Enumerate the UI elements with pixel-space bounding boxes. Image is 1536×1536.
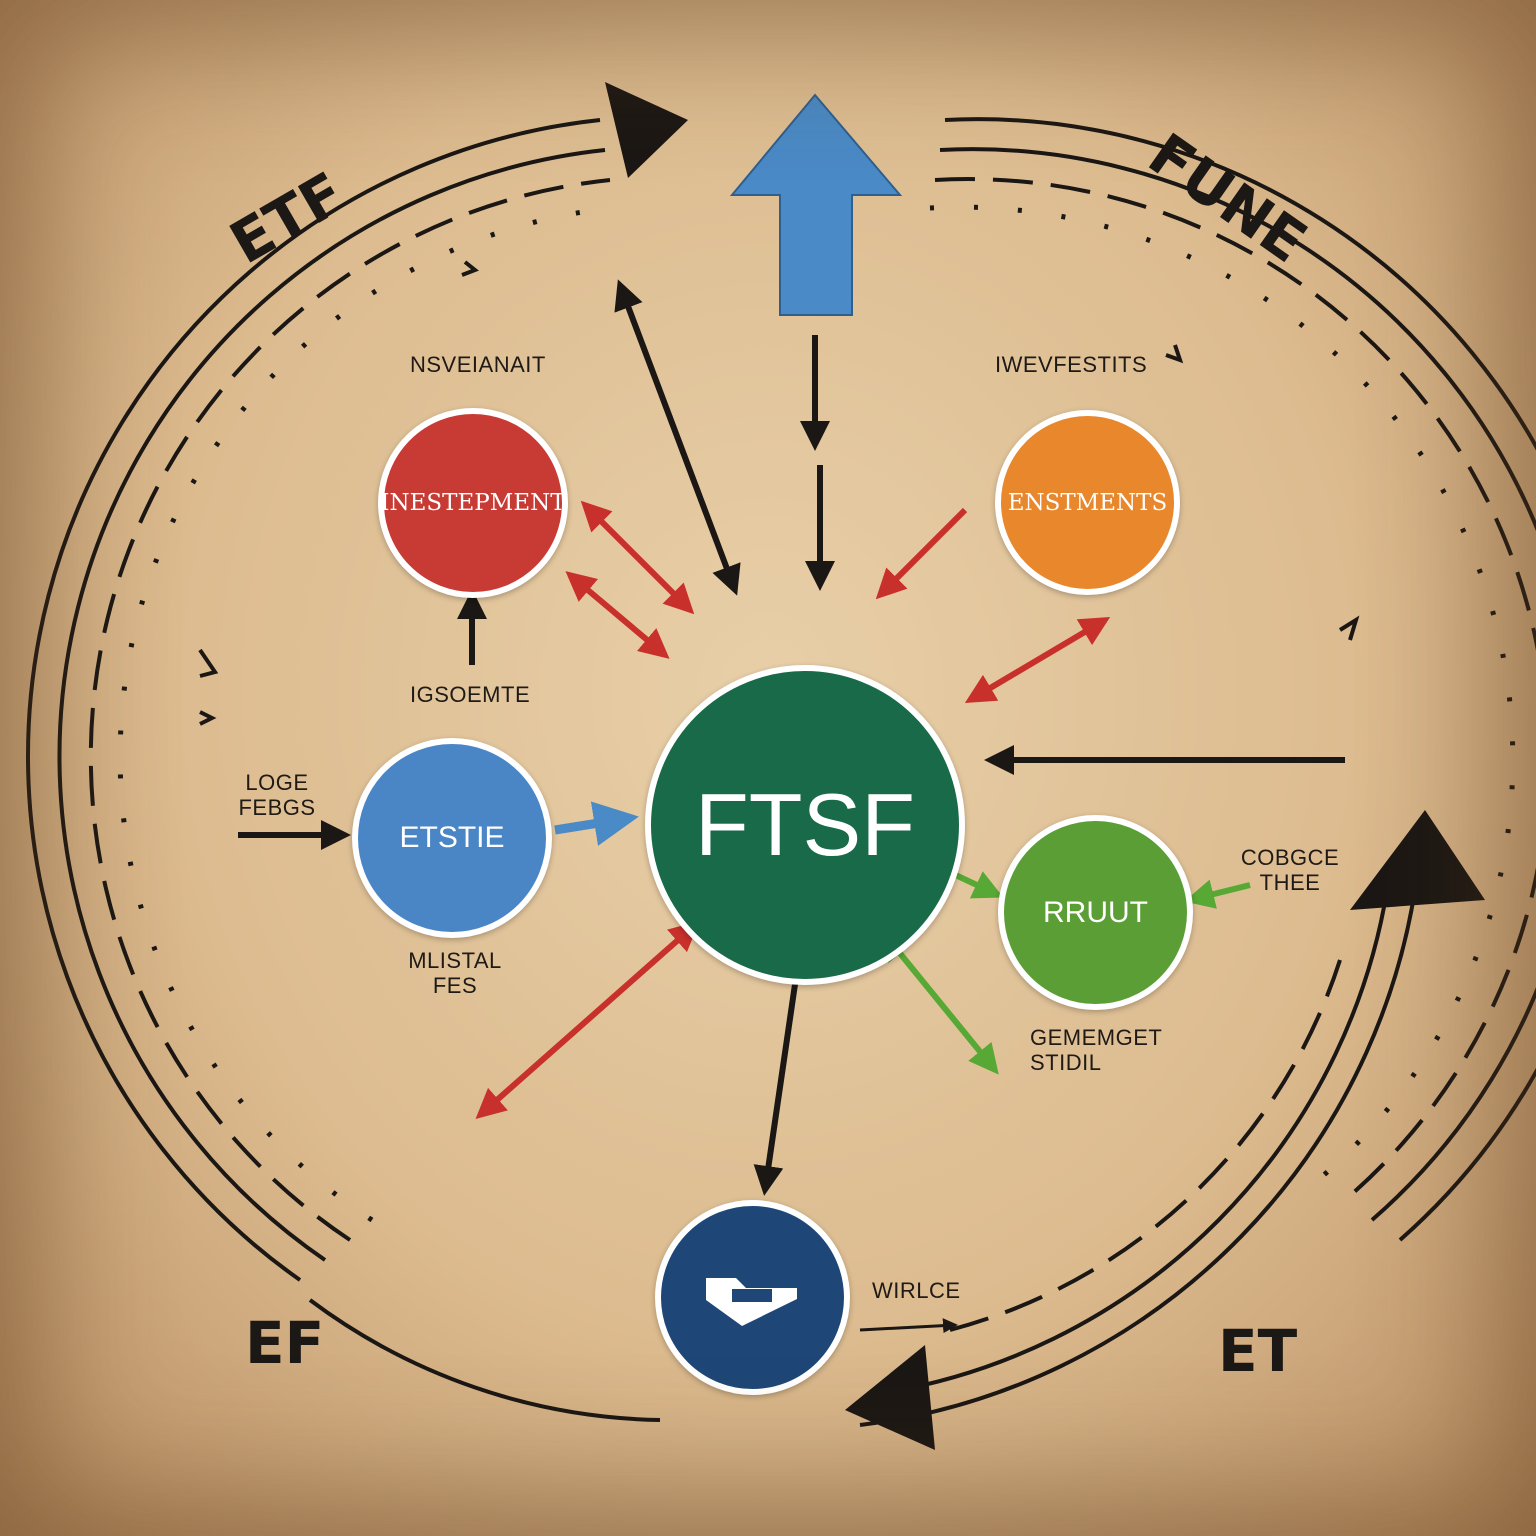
caption-below-left: MLISTAL FES: [405, 948, 505, 999]
cycle-arcs-right: [929, 117, 1536, 1242]
center-node-label: FTSF: [695, 775, 915, 874]
node-right-label: RRUUT: [1043, 895, 1148, 929]
node-top-left-label: INESTEPMENT: [380, 490, 566, 516]
caption-below-right-line-2: STIDIL: [1030, 1050, 1102, 1076]
black-arrows: [238, 279, 1345, 1334]
caption-below-left-line-2: FES: [432, 973, 478, 999]
cycle-arrowhead-bottom: [845, 1345, 935, 1450]
ring-tick-marks: [198, 260, 1360, 726]
node-top-left[interactable]: INESTEPMENT: [378, 408, 568, 598]
caption-below-left-line-1: MLISTAL: [408, 948, 502, 973]
bottom-node-tag-icon: [706, 1278, 797, 1326]
node-top-right[interactable]: ENSTMENTS: [995, 410, 1180, 595]
cycle-arrowhead-top: [605, 82, 688, 178]
node-left-label: ETSTIE: [399, 821, 505, 854]
caption-bottom-side: WIRLCE: [872, 1278, 961, 1303]
node-top-right-label: ENSTMENTS: [1007, 489, 1168, 516]
caption-right-side-line-1: COBGCE: [1240, 845, 1340, 870]
caption-left-side-line-1: LOGE: [245, 770, 309, 795]
big-blue-up-arrow: [729, 93, 903, 316]
corner-label-bottom-left: EF: [245, 1309, 325, 1377]
caption-left-side: LOGE FEBGS: [232, 770, 322, 821]
node-bottom[interactable]: [655, 1200, 850, 1395]
caption-top-right: IWEVFESTITS: [995, 352, 1148, 377]
corner-label-bottom-right: ET: [1218, 1317, 1298, 1385]
caption-right-side-line-2: THEE: [1259, 870, 1321, 896]
cycle-arcs-left: [26, 118, 613, 1282]
caption-right-side: COBGCE THEE: [1240, 845, 1340, 896]
red-arrows: [475, 500, 1111, 1119]
caption-below-right-line-1: GEMEMGET: [1030, 1025, 1163, 1050]
caption-below-top-left: IGSOEMTE: [410, 682, 531, 707]
cycle-arcs-bottom: [308, 849, 1422, 1427]
node-right[interactable]: RRUUT: [998, 815, 1193, 1010]
blue-small-arrow: [554, 801, 639, 846]
caption-below-right: GEMEMGET STIDIL: [1030, 1025, 1180, 1076]
caption-left-side-line-2: FEBGS: [238, 795, 316, 821]
cycle-arrowhead-right: [1350, 810, 1485, 910]
node-left[interactable]: ETSTIE: [352, 738, 552, 938]
center-node[interactable]: FTSF: [645, 665, 965, 985]
caption-top-left: NSVEIANAIT: [410, 352, 546, 377]
